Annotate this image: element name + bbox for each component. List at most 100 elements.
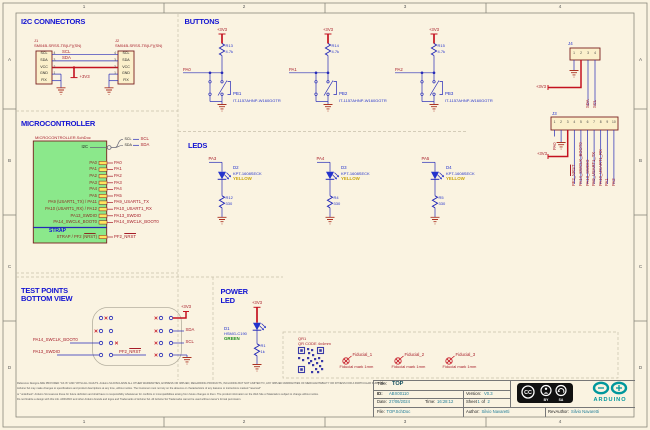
author-label: Author: xyxy=(466,408,480,414)
section-title: LED xyxy=(220,296,236,305)
disclaimer-line: Reference Designs ARE PROVIDED "AS IS" A… xyxy=(17,382,386,385)
disclaimer-line: Arduino SA may make changes to specifica… xyxy=(17,387,261,391)
qr-label: QR CODE 4x4mm xyxy=(298,341,331,346)
net-label: PA1 xyxy=(289,66,297,72)
disclaimer-line: or "undefined". Arduino SA reserves thes… xyxy=(17,392,319,396)
net-label-vertical: SCL xyxy=(591,99,597,108)
button-circuit-3 xyxy=(395,33,443,112)
net-label-sda: SDA xyxy=(62,55,71,61)
titleblock-border xyxy=(545,406,546,417)
j3-wiring xyxy=(547,116,619,184)
led-ref: D2 xyxy=(233,165,239,170)
resistor-value: 4.7k xyxy=(225,48,234,54)
resistor-value: 1k xyxy=(260,348,265,354)
titleblock-border xyxy=(373,398,510,399)
section-title: BUTTONS xyxy=(184,16,220,26)
sheet-title: TOP xyxy=(392,381,404,387)
power-label-3v3: +3V3 xyxy=(428,26,440,32)
gnd-symbol xyxy=(430,216,440,225)
power-label-3v3: +3V3 xyxy=(535,84,546,90)
cc-by-sa-badge: CC BY SA xyxy=(517,383,573,403)
section-title: MICROCONTROLLER xyxy=(21,118,96,128)
net-label-vertical: PA0 xyxy=(551,142,557,150)
j3-body xyxy=(550,116,619,131)
col-label: 4 xyxy=(558,4,562,10)
net-label: PA1 xyxy=(114,166,122,172)
j4-wiring xyxy=(547,47,601,106)
j1-pin-number: 4 xyxy=(53,51,56,56)
sheet-total: 2 xyxy=(487,399,490,405)
j3-pin-number: 9 xyxy=(606,119,609,124)
j1-pin-number: 2 xyxy=(53,64,56,69)
j1-pin-label: GND xyxy=(40,71,48,76)
resistor-value: 330 xyxy=(225,200,233,206)
i2c-port-bubble xyxy=(106,145,112,150)
titleblock-border xyxy=(373,380,635,381)
gnd-symbol xyxy=(569,70,579,78)
resistor-ref: R1 xyxy=(260,342,266,348)
fiducial-symbols xyxy=(342,355,455,365)
mcu-port-i2c: I2C xyxy=(81,144,88,150)
row-label: A xyxy=(7,57,12,62)
titleblock-border xyxy=(463,389,464,417)
col-label: 3 xyxy=(403,4,407,10)
net-label: PA3 xyxy=(208,156,217,162)
date-label: Date: xyxy=(377,399,388,405)
led-part: HSMG-C190 xyxy=(224,331,247,336)
mcu-pin-name: PA5 xyxy=(89,192,97,198)
harness-scl: SCL xyxy=(124,136,132,141)
resistor-value: 4.7k xyxy=(331,48,340,54)
led-color-label: YELLOW xyxy=(446,175,465,181)
net-label: PA4 xyxy=(316,156,325,162)
j2-pin-label: SCL xyxy=(122,51,130,56)
titleblock-border xyxy=(373,389,510,391)
j4-pin-number: 1 xyxy=(573,50,575,55)
power-label-3v3: +3V3 xyxy=(536,151,547,157)
col-label: 3 xyxy=(403,418,407,424)
button-circuit-1 xyxy=(183,33,231,112)
button-ref: PB2 xyxy=(339,91,348,96)
j3-pin-number: 7 xyxy=(593,119,596,124)
j2-pin-label: VCC xyxy=(122,64,130,69)
mcu-pin-name: PA3 xyxy=(89,179,97,185)
time-value: 16:28:12 xyxy=(437,399,454,405)
mcu-pin-name: PA0 xyxy=(89,159,97,165)
resistor-ref: R12 xyxy=(225,194,233,200)
net-label: PA0 xyxy=(183,66,191,72)
j3-ref: J3 xyxy=(552,110,557,116)
file-value: TOP.SchDoc xyxy=(386,408,411,414)
net-label: SCL xyxy=(185,339,194,345)
net-label-vertical: PF2_NRST xyxy=(571,164,577,186)
gnd-symbol xyxy=(217,104,227,112)
j2-pin-number: 4 xyxy=(114,51,116,56)
sheet-number: 1 xyxy=(477,399,480,405)
power-led-circuit xyxy=(252,306,266,372)
j2-pin-number: 1 xyxy=(114,71,116,76)
mcu-pin-name: PA2 xyxy=(89,173,97,178)
mcu-pin-name: PA9 (USART1_TX) / PA11 xyxy=(48,199,97,205)
net-label: PA2 xyxy=(114,172,122,178)
j2-ref: J2 xyxy=(115,38,120,43)
j2-pin-label: SDA xyxy=(122,58,130,62)
fiducial-name: Fiducial_1 xyxy=(352,351,373,357)
mcu-sheet-name: MICROCONTROLLER.SchDoc xyxy=(35,134,91,140)
net-label: PA3 xyxy=(114,179,122,185)
revauthor-value: Silvio Navaretti xyxy=(571,408,599,414)
mcu-pin-name: PA4 xyxy=(89,186,97,192)
id-value: ABX00110 xyxy=(389,390,409,396)
row-label: A xyxy=(638,57,643,62)
cc-text: CC xyxy=(524,390,532,396)
led-part: KPT-1608SECK xyxy=(341,170,370,176)
led-color-label: YELLOW xyxy=(233,175,252,181)
col-label: 1 xyxy=(82,4,86,10)
led-part: KPT-1608SECK xyxy=(446,170,475,176)
author-value: Silvio Navaretti xyxy=(481,408,510,414)
j1-pin-label: SCL xyxy=(40,51,48,56)
resistor-ref: R5 xyxy=(438,194,444,200)
j4-body xyxy=(569,47,601,61)
j2-pin-number: 3 xyxy=(114,57,116,62)
mcu-pin-name: PA14_SWCLK_BOOT0 xyxy=(53,219,97,225)
j3-pin-number: 8 xyxy=(599,119,602,124)
net-label-vertical: PA1 xyxy=(604,178,610,186)
